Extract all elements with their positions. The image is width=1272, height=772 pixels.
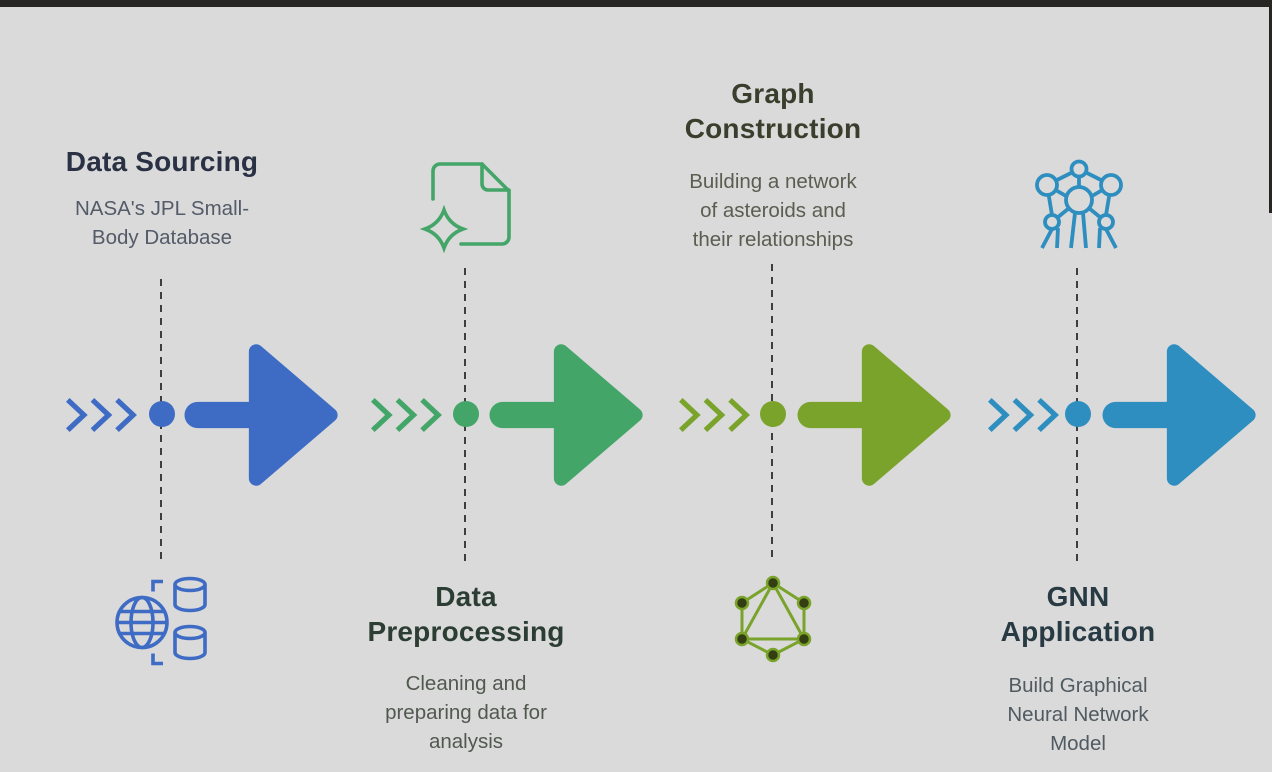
arrow-right-icon (489, 340, 647, 490)
right-window-bar (1269, 0, 1272, 213)
timeline-connector (464, 268, 466, 562)
chevrons-icon (63, 397, 137, 433)
globe-database-icon (112, 575, 212, 670)
timeline-connector (771, 264, 773, 562)
stage-title: Data Sourcing (65, 146, 259, 177)
arrow-right-icon (797, 340, 955, 490)
network-edges (1040, 167, 1118, 249)
arrow-right-icon (184, 340, 342, 490)
chevrons-icon (676, 397, 750, 433)
stage-description: Building a network of asteroids and thei… (689, 170, 857, 251)
stage-description: Cleaning and preparing data for analysis (385, 672, 547, 753)
node-dot (1065, 401, 1091, 427)
timeline-connector (160, 279, 162, 562)
chevrons-icon (985, 397, 1059, 433)
stage-description: NASA's JPL Small- Body Database (74, 197, 250, 249)
neural-network-icon (1028, 156, 1128, 250)
node-dot (760, 401, 786, 427)
node-dot (453, 401, 479, 427)
hexagon-graph-icon (733, 575, 813, 663)
node-dot (149, 401, 175, 427)
network-nodes (1035, 159, 1123, 231)
stage-title: Data Preprocessing (367, 581, 565, 647)
arrow-right-icon (1102, 340, 1260, 490)
sparkle-document-icon (419, 161, 512, 254)
chevrons-icon (368, 397, 442, 433)
stage-title: GNN Application (1000, 581, 1156, 647)
timeline-connector (1076, 268, 1078, 562)
stage-title: Graph Construction (684, 78, 862, 144)
stage-description: Build Graphical Neural Network Model (1007, 674, 1149, 755)
top-window-bar (0, 0, 1272, 7)
